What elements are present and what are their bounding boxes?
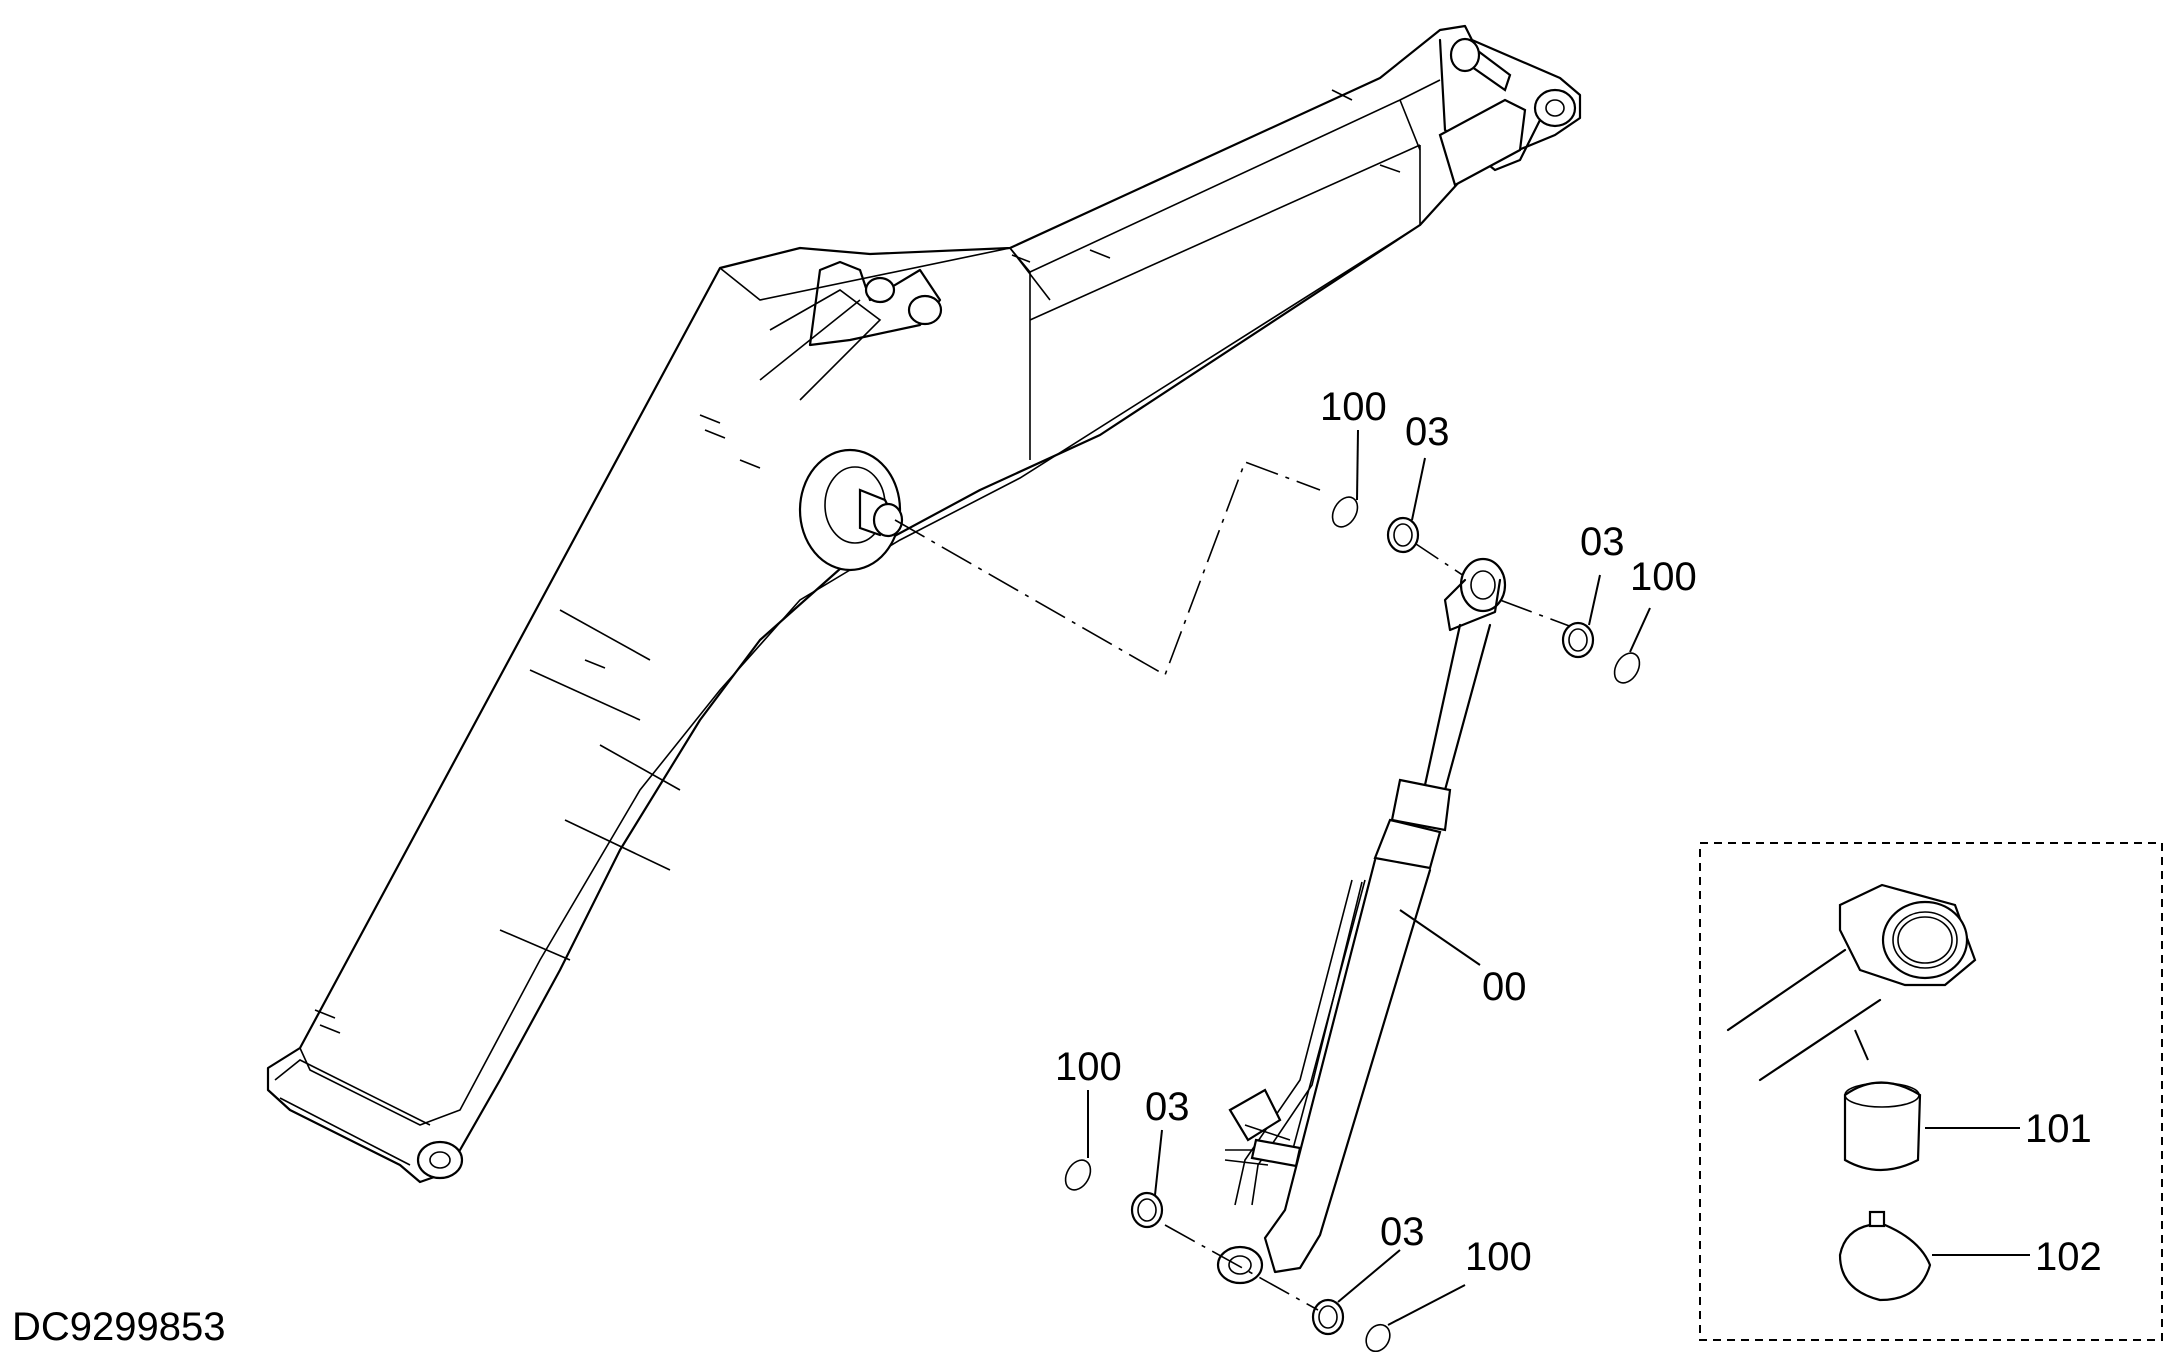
detail-band	[1838, 1210, 2030, 1302]
centerline	[894, 460, 1321, 677]
drawing-code: DC9299853	[12, 1305, 226, 1349]
bushing-top-right	[1561, 621, 1595, 659]
label-cylinder: 00	[1482, 965, 1527, 1009]
label-bushing-bottom-right: 03	[1380, 1210, 1425, 1254]
ring-top-left	[1331, 496, 1359, 528]
label-bushing-top-left: 03	[1405, 410, 1450, 454]
label-ring-bottom-right: 100	[1465, 1235, 1532, 1279]
ring-top-right	[1613, 652, 1641, 684]
detail-box	[1699, 842, 2163, 1341]
bushing-bottom-left	[1130, 1191, 1164, 1229]
label-ring-top-left: 100	[1320, 385, 1387, 429]
bushing-bottom-right	[1311, 1298, 1345, 1336]
ring-bottom-right	[1365, 1323, 1391, 1352]
label-ring-bottom-left: 100	[1055, 1045, 1122, 1089]
detail-rod-eye	[1726, 883, 1977, 1082]
ring-bottom-left	[1064, 1159, 1092, 1191]
label-bushing-top-right: 03	[1580, 520, 1625, 564]
detail-bushing	[1843, 1081, 2020, 1171]
bushing-top-left	[1386, 516, 1420, 554]
label-detail-band: 102	[2035, 1235, 2102, 1279]
label-detail-bushing: 101	[2025, 1107, 2092, 1151]
label-ring-top-right: 100	[1630, 555, 1697, 599]
hydraulic-cylinder	[1216, 557, 1507, 1285]
label-bushing-bottom-left: 03	[1145, 1085, 1190, 1129]
boom-arm	[266, 24, 1582, 1184]
